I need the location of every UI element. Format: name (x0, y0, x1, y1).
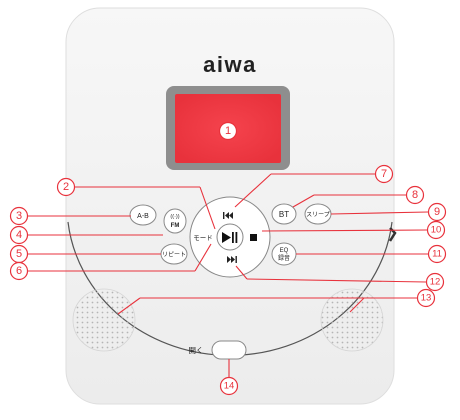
play-pause-icon (222, 232, 231, 243)
skip-back-button[interactable] (223, 212, 233, 219)
fm-button-label: FM (171, 223, 180, 229)
svg-text:11: 11 (432, 249, 442, 260)
svg-text:14: 14 (224, 381, 235, 392)
mode-button[interactable]: モード (193, 234, 213, 242)
callout-1: 1 (218, 121, 238, 141)
callout-14: 14 (219, 376, 239, 396)
callout-12: 12 (425, 272, 445, 292)
repeat-button-label: リピート (162, 252, 186, 259)
mode-label: モード (193, 234, 213, 242)
callout-5: 5 (9, 244, 29, 264)
play-pause-button[interactable] (222, 232, 238, 243)
sleep-button-label: スリープ (306, 212, 330, 219)
svg-text:10: 10 (431, 225, 442, 236)
speaker-left (72, 288, 136, 352)
svg-text:6: 6 (16, 265, 22, 277)
bt-button-label: BT (279, 210, 289, 219)
sleep-button[interactable]: スリープ (304, 203, 332, 225)
svg-text:1: 1 (225, 125, 231, 137)
brand-logo: aiwa (203, 52, 257, 77)
svg-text:8: 8 (412, 189, 418, 201)
ab-button[interactable]: A-B (129, 204, 157, 226)
fm-antenna-icon: ((·)) (170, 214, 179, 220)
svg-text:13: 13 (421, 293, 432, 304)
callout-2: 2 (56, 177, 76, 197)
lid-open-label: 開く (189, 346, 204, 355)
svg-text:9: 9 (434, 206, 440, 218)
rec-button-label: 録音 (278, 254, 290, 262)
svg-text:3: 3 (16, 210, 22, 222)
svg-text:2: 2 (63, 181, 69, 193)
callout-3: 3 (9, 206, 29, 226)
stop-icon (250, 234, 257, 241)
callout-leaders (28, 173, 429, 377)
bt-button[interactable]: BT (271, 203, 297, 225)
skip-forward-button[interactable] (227, 256, 237, 263)
stop-button[interactable] (250, 234, 257, 241)
skip-forward-icon (227, 256, 237, 263)
callout-6: 6 (9, 261, 29, 281)
repeat-button[interactable]: リピート (160, 243, 188, 265)
skip-back-icon (223, 212, 233, 219)
callout-9: 9 (427, 202, 447, 222)
callout-8: 8 (405, 185, 425, 205)
callout-7: 7 (374, 164, 394, 184)
eq-button-label: EQ (280, 248, 289, 254)
svg-text:12: 12 (430, 277, 441, 288)
svg-text:7: 7 (381, 168, 387, 180)
svg-text:5: 5 (16, 248, 22, 260)
svg-text:4: 4 (16, 229, 22, 241)
callout-13: 13 (416, 288, 436, 308)
lid-open-button[interactable] (211, 340, 247, 360)
speaker-right (320, 288, 384, 352)
callout-10: 10 (426, 220, 446, 240)
callout-4: 4 (9, 225, 29, 245)
fm-button[interactable]: ((·)) FM (163, 208, 187, 234)
callout-11: 11 (427, 244, 447, 264)
eq-rec-button[interactable]: EQ 録音 (271, 242, 297, 266)
ab-button-label: A-B (137, 213, 149, 220)
